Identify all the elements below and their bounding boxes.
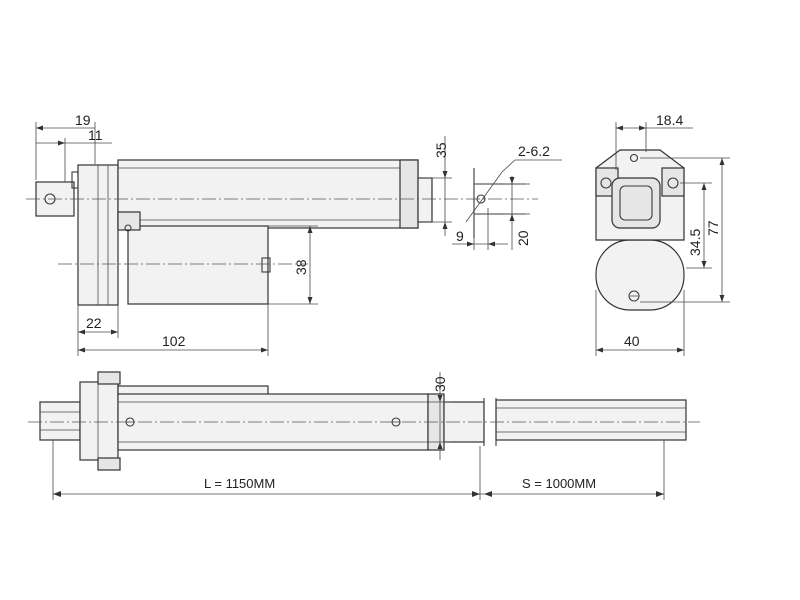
side-view-dimensions: 19 11 35 2-6.2 9 20	[35, 112, 562, 356]
side-view	[26, 159, 538, 306]
dim-18-4: 18.4	[656, 112, 683, 128]
top-rear-clevis	[39, 401, 81, 441]
dim-2-6-2: 2-6.2	[518, 143, 550, 159]
front-mount-hole	[476, 194, 486, 204]
end-view-dimensions: 18.4 34.5 77 40	[595, 112, 730, 356]
outer-tube	[117, 159, 419, 229]
rod-boss	[611, 177, 661, 229]
rod-square	[619, 185, 653, 221]
dim-stroke: S = 1000MM	[522, 476, 596, 491]
dim-20: 20	[515, 230, 531, 246]
motor-end-outline	[595, 239, 685, 311]
dim-38: 38	[293, 259, 309, 275]
dim-length: L = 1150MM	[204, 476, 275, 491]
dim-9: 9	[456, 228, 464, 244]
top-view	[28, 371, 700, 471]
dim-19: 19	[75, 112, 91, 128]
dim-11: 11	[88, 127, 103, 143]
dim-22: 22	[86, 315, 102, 331]
motor-wire-exit	[261, 257, 271, 273]
motor-bracket	[117, 211, 141, 231]
end-view	[595, 149, 685, 311]
dim-34-5: 34.5	[687, 229, 703, 256]
front-cap	[399, 159, 419, 229]
dim-77: 77	[705, 220, 721, 236]
motor-body	[127, 225, 269, 305]
dim-102: 102	[162, 333, 186, 349]
dim-40: 40	[624, 333, 640, 349]
top-housing	[79, 381, 119, 461]
top-view-dimensions: 30 L = 1150MM S = 1000MM	[52, 372, 665, 500]
extended-rod	[495, 399, 687, 441]
dim-30: 30	[432, 376, 448, 392]
right-ear	[661, 167, 685, 197]
inner-rod-stub	[417, 177, 433, 223]
dim-35: 35	[433, 142, 449, 158]
